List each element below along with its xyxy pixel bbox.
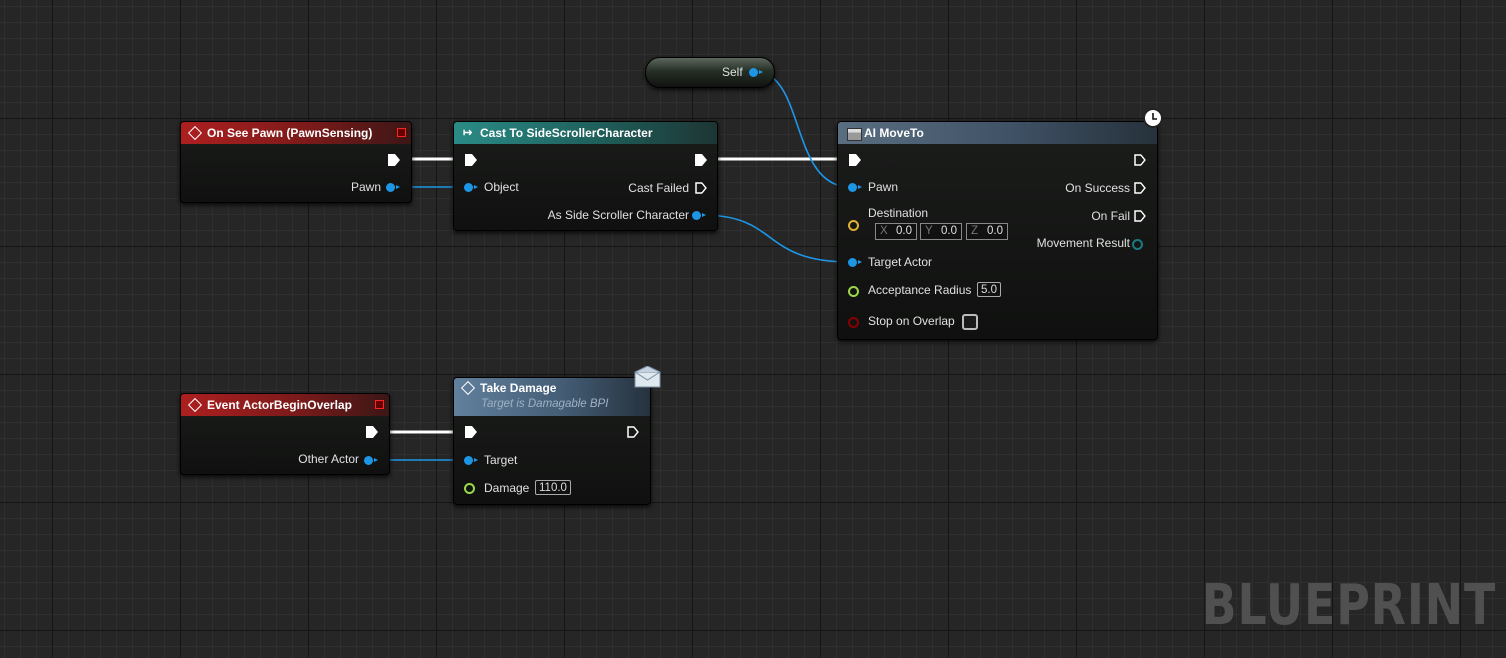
- exec-output-pin[interactable]: [388, 154, 400, 166]
- as-character-label: As Side Scroller Character: [547, 208, 689, 222]
- other-actor-label: Other Actor: [298, 452, 359, 466]
- object-wire-self-to-pawn: [755, 71, 851, 188]
- destination-x-field[interactable]: X 0.0: [875, 223, 917, 240]
- stop-on-overlap-pin[interactable]: [848, 317, 859, 328]
- begin-overlap-node[interactable]: Event ActorBeginOverlap Other Actor: [180, 393, 390, 475]
- moveto-exec-output-pin[interactable]: [1134, 154, 1146, 166]
- self-label: Self: [722, 65, 743, 79]
- cast-arrow-icon: ↦: [463, 127, 473, 139]
- acceptance-radius-field[interactable]: 5.0: [977, 282, 1001, 297]
- on-success-exec-pin[interactable]: [1134, 182, 1146, 194]
- dest-y-value: 0.0: [941, 225, 957, 237]
- on-success-label: On Success: [1065, 181, 1130, 195]
- damage-exec-output-pin[interactable]: [627, 426, 639, 438]
- delegate-pin-icon[interactable]: [397, 128, 406, 137]
- destination-label: Destination: [868, 206, 929, 220]
- dest-z-value: 0.0: [987, 225, 1003, 237]
- axis-y-label: Y: [925, 225, 933, 237]
- event-diamond-icon: [187, 397, 203, 413]
- object-input-label: Object: [484, 180, 519, 194]
- on-fail-label: On Fail: [1091, 209, 1130, 223]
- begin-overlap-title: Event ActorBeginOverlap: [207, 398, 352, 412]
- destination-z-field[interactable]: Z 0.0: [966, 223, 1008, 240]
- self-node[interactable]: Self: [645, 57, 775, 88]
- latent-clock-icon: [1143, 108, 1163, 128]
- blueprint-watermark: BLUEPRINT: [1201, 573, 1496, 638]
- axis-x-label: X: [880, 225, 888, 237]
- pawn-input-label: Pawn: [868, 180, 899, 194]
- damage-input-label: Damage: [484, 481, 530, 495]
- cast-failed-exec-pin[interactable]: [695, 182, 707, 194]
- destination-y-field[interactable]: Y 0.0: [920, 223, 962, 240]
- target-input-label: Target: [484, 453, 518, 467]
- damage-input-pin[interactable]: [464, 483, 475, 494]
- ai-moveto-header: AI MoveTo: [838, 122, 1157, 144]
- on-see-pawn-node[interactable]: On See Pawn (PawnSensing) Pawn: [180, 121, 412, 203]
- movement-result-pin[interactable]: [1132, 239, 1143, 250]
- target-actor-label: Target Actor: [868, 255, 933, 269]
- function-diamond-icon: [460, 380, 476, 396]
- take-damage-header: Take Damage Target is Damagable BPI: [454, 378, 650, 416]
- as-character-output-pin[interactable]: [692, 211, 706, 220]
- stop-on-overlap-label: Stop on Overlap: [868, 314, 955, 328]
- self-output-pin[interactable]: [749, 68, 763, 77]
- target-input-pin[interactable]: [464, 456, 478, 465]
- acceptance-radius-pin[interactable]: [848, 286, 859, 297]
- on-fail-exec-pin[interactable]: [1134, 210, 1146, 222]
- cast-node[interactable]: ↦ Cast To SideScrollerCharacter Object C…: [453, 121, 718, 231]
- pawn-output-label: Pawn: [350, 180, 381, 194]
- ai-moveto-title: AI MoveTo: [864, 126, 924, 140]
- begin-overlap-header: Event ActorBeginOverlap: [181, 394, 389, 416]
- overlap-exec-output-pin[interactable]: [366, 426, 378, 438]
- take-damage-title: Take Damage: [480, 381, 557, 395]
- cast-exec-input-pin[interactable]: [465, 154, 477, 166]
- cast-failed-label: Cast Failed: [628, 181, 689, 195]
- target-actor-input-pin[interactable]: [848, 258, 862, 267]
- acceptance-radius-label: Acceptance Radius: [868, 283, 972, 297]
- pawn-output-pin[interactable]: [386, 183, 400, 192]
- dest-x-value: 0.0: [896, 225, 912, 237]
- other-actor-output-pin[interactable]: [364, 456, 378, 465]
- destination-input-pin[interactable]: [848, 220, 859, 231]
- delegate-pin-icon[interactable]: [375, 400, 384, 409]
- moveto-exec-input-pin[interactable]: [849, 154, 861, 166]
- cast-exec-output-pin[interactable]: [695, 154, 707, 166]
- pawn-input-pin[interactable]: [848, 183, 862, 192]
- take-damage-node[interactable]: Take Damage Target is Damagable BPI Targ…: [453, 377, 651, 505]
- on-see-pawn-header: On See Pawn (PawnSensing): [181, 122, 411, 144]
- ai-moveto-node[interactable]: AI MoveTo Pawn On Success Destination X …: [837, 121, 1158, 340]
- damage-value-field[interactable]: 110.0: [535, 480, 571, 495]
- cast-title: Cast To SideScrollerCharacter: [480, 126, 653, 140]
- on-see-pawn-title: On See Pawn (PawnSensing): [207, 126, 373, 140]
- object-input-pin[interactable]: [464, 183, 478, 192]
- event-diamond-icon: [187, 125, 203, 141]
- axis-z-label: Z: [971, 225, 979, 237]
- cast-header: ↦ Cast To SideScrollerCharacter: [454, 122, 717, 144]
- damage-exec-input-pin[interactable]: [465, 426, 477, 438]
- stop-on-overlap-checkbox[interactable]: [962, 314, 978, 330]
- function-icon: [847, 128, 862, 141]
- object-wire-character-to-target: [701, 214, 851, 263]
- movement-result-label: Movement Result: [1036, 236, 1130, 250]
- message-envelope-icon: [634, 365, 662, 393]
- take-damage-subtitle: Target is Damagable BPI: [481, 398, 609, 410]
